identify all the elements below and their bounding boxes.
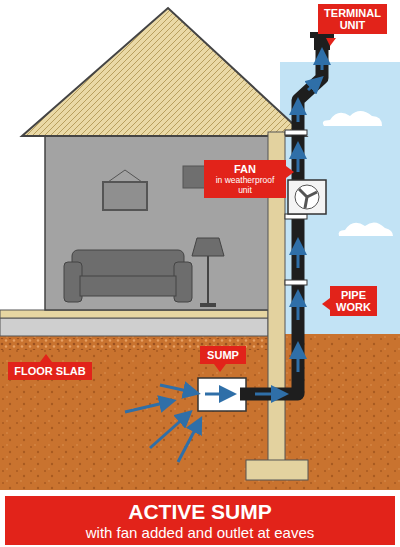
label-subtext: with fan added and outlet at eaves bbox=[13, 524, 387, 541]
label-text: FLOOR SLAB bbox=[13, 365, 87, 377]
label-text: PIPE WORK bbox=[335, 289, 372, 313]
callout-label: SUMP bbox=[200, 346, 246, 364]
callout-label: FANin weatherproof unit bbox=[204, 160, 286, 198]
label-text: TERMINAL UNIT bbox=[323, 7, 382, 31]
callout-label: TERMINAL UNIT bbox=[318, 4, 387, 34]
callout-label: PIPE WORK bbox=[330, 286, 377, 316]
label-subtext: in weatherproof unit bbox=[209, 175, 281, 195]
label-text: ACTIVE SUMP bbox=[13, 500, 387, 524]
label-text: FAN bbox=[209, 163, 281, 175]
callout-label: FLOOR SLAB bbox=[8, 362, 92, 380]
title-banner: ACTIVE SUMPwith fan added and outlet at … bbox=[5, 496, 395, 545]
label-text: SUMP bbox=[205, 349, 241, 361]
